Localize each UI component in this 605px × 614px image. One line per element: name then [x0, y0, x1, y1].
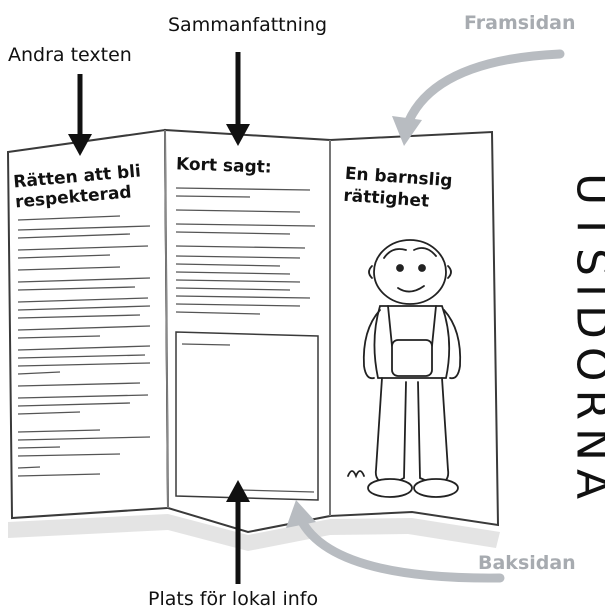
curved-arrow-back — [286, 500, 505, 583]
cartoon-boy-illustration — [347, 239, 462, 498]
callout-arrow-second-text — [68, 74, 92, 156]
callout-arrow-summary — [226, 52, 250, 146]
fold-line-left — [164, 129, 169, 509]
curved-arrow-front — [392, 49, 565, 146]
local-info-box — [175, 331, 319, 501]
outside-pages-title: UTSIDORNA — [566, 172, 605, 508]
middle-panel-text-lines — [175, 187, 316, 315]
middle-panel-title: Kort sagt: — [175, 154, 272, 178]
callout-local-info: Plats för lokal info — [148, 588, 319, 610]
side-label-front: Framsidan — [464, 12, 576, 34]
callout-second-text: Andra texten — [8, 44, 132, 66]
side-label-back: Baksidan — [478, 552, 576, 574]
left-panel-text-lines — [17, 215, 151, 477]
callout-arrow-local-info — [226, 480, 250, 584]
brochure-shadow — [8, 514, 500, 551]
callout-summary: Sammanfattning — [168, 14, 328, 36]
